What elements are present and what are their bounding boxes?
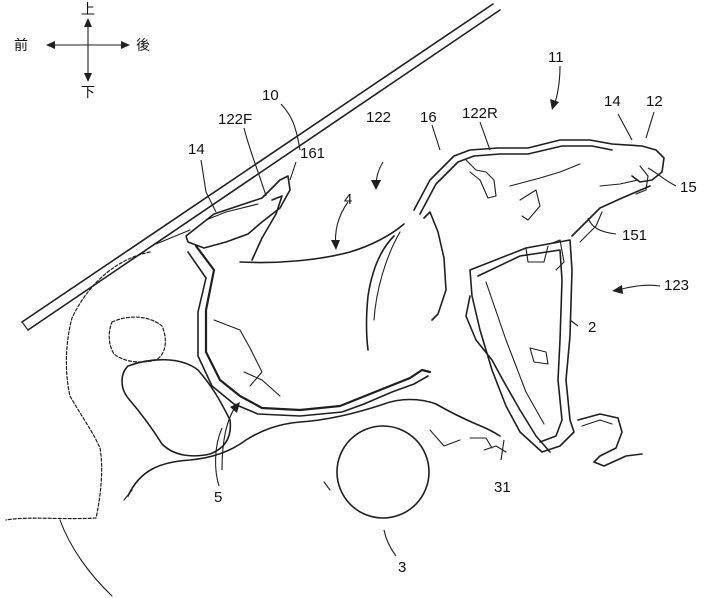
compass-rear-label: 後 [136,38,150,54]
side-bracket-151 [571,185,651,243]
label-3: 3 [398,559,406,576]
label-161: 161 [300,145,325,162]
compass-up-label: 上 [81,2,95,18]
label-151: 151 [622,227,647,244]
label-2: 2 [588,319,596,336]
leader-lines [200,65,677,557]
lower-right-bracket [577,413,643,467]
label-4: 4 [344,191,352,208]
component-2 [465,239,575,453]
label-11: 11 [548,49,564,66]
compass-down-label: 下 [81,85,95,101]
label-14-right: 14 [604,93,621,110]
direction-compass: 上 下 前 後 [14,2,150,101]
label-122F: 122F [218,111,252,128]
dash-frame-4 [187,211,447,417]
label-5: 5 [214,489,222,506]
compass-front-label: 前 [14,37,28,54]
label-16: 16 [420,109,437,126]
lower-panel-5 [121,358,501,501]
label-15: 15 [680,179,697,196]
label-10: 10 [262,87,279,104]
rear-bracket-122R [413,139,665,221]
round-part-3 [323,425,507,519]
label-122R: 122R [462,105,498,122]
windshield-panel [21,3,501,331]
front-bracket-122F [155,175,291,261]
label-122: 122 [366,109,391,126]
label-123: 123 [664,277,689,294]
label-31: 31 [494,479,511,496]
vehicle-body-outline [5,251,166,597]
reference-labels: 10 11 12 14 14 15 16 122F 122 122R 161 1… [188,49,697,576]
label-14-left: 14 [188,141,205,158]
label-12: 12 [646,93,663,110]
